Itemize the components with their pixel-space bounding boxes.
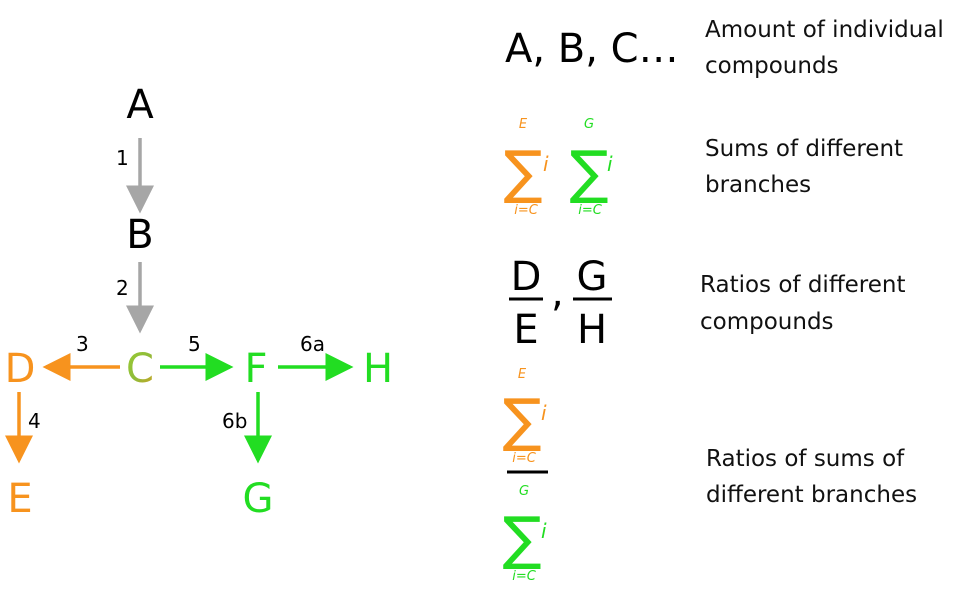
amounts-desc-line2: compounds xyxy=(705,53,839,79)
ratio-2-denominator: H xyxy=(577,307,607,353)
sum-orange-sigma-icon: ∑ xyxy=(503,138,542,206)
ratio-sum-top: E ∑ i i=C xyxy=(502,367,547,466)
ratio-sum-bottom: G ∑ i i=C xyxy=(502,484,547,584)
node-g: G xyxy=(243,476,274,522)
ratio-1-denominator: E xyxy=(513,307,538,353)
ratio-sums-desc-line2: different branches xyxy=(706,482,917,508)
sum-green-upper: G xyxy=(584,117,594,132)
ratio-sum-bottom-index: i xyxy=(541,519,547,543)
node-h: H xyxy=(363,346,393,392)
node-c: C xyxy=(126,346,154,392)
ratio-1-numerator: D xyxy=(511,254,542,300)
reaction-label-6b: 6b xyxy=(222,409,247,433)
sum-green-index: i xyxy=(607,152,613,176)
ratio-sum-top-sigma-icon: ∑ xyxy=(502,386,541,454)
ratio-comma: , xyxy=(551,270,564,316)
ratios-desc-line1: Ratios of different xyxy=(700,272,906,298)
ratio-sum-top-lower: i=C xyxy=(512,451,537,466)
ratio-2-numerator: G xyxy=(577,254,608,300)
sum-green-sigma-icon: ∑ xyxy=(569,138,608,206)
sum-green: G ∑ i i=C xyxy=(569,117,613,218)
sum-orange-index: i xyxy=(543,152,549,176)
reaction-label-1: 1 xyxy=(116,146,129,170)
ratio-sum-bottom-sigma-icon: ∑ xyxy=(502,504,541,572)
reaction-label-2: 2 xyxy=(116,276,129,300)
ratio-sum-top-upper: E xyxy=(518,367,527,382)
ratio-sum-top-index: i xyxy=(541,401,547,425)
reaction-label-6a: 6a xyxy=(300,332,325,356)
node-b: B xyxy=(126,212,153,258)
ratio-sum-bottom-lower: i=C xyxy=(512,569,537,584)
node-e: E xyxy=(7,476,32,522)
sums-desc-line2: branches xyxy=(705,172,811,198)
ratio-sums-desc-line1: Ratios of sums of xyxy=(706,446,905,472)
amounts-desc-line1: Amount of individual xyxy=(705,17,944,43)
sum-orange-lower: i=C xyxy=(514,203,539,218)
reaction-label-4: 4 xyxy=(28,409,41,433)
sum-green-lower: i=C xyxy=(578,203,603,218)
reaction-label-5: 5 xyxy=(188,332,201,356)
ratio-sum-bottom-upper: G xyxy=(519,484,529,499)
node-f: F xyxy=(244,346,267,392)
ratios-desc-line2: compounds xyxy=(700,309,834,335)
sum-orange-upper: E xyxy=(519,117,528,132)
node-a: A xyxy=(126,82,154,128)
node-d: D xyxy=(5,346,36,392)
reaction-label-3: 3 xyxy=(76,332,89,356)
sums-desc-line1: Sums of different xyxy=(705,136,903,162)
amounts-symbol: A, B, C… xyxy=(505,26,679,72)
sum-orange: E ∑ i i=C xyxy=(503,117,549,218)
